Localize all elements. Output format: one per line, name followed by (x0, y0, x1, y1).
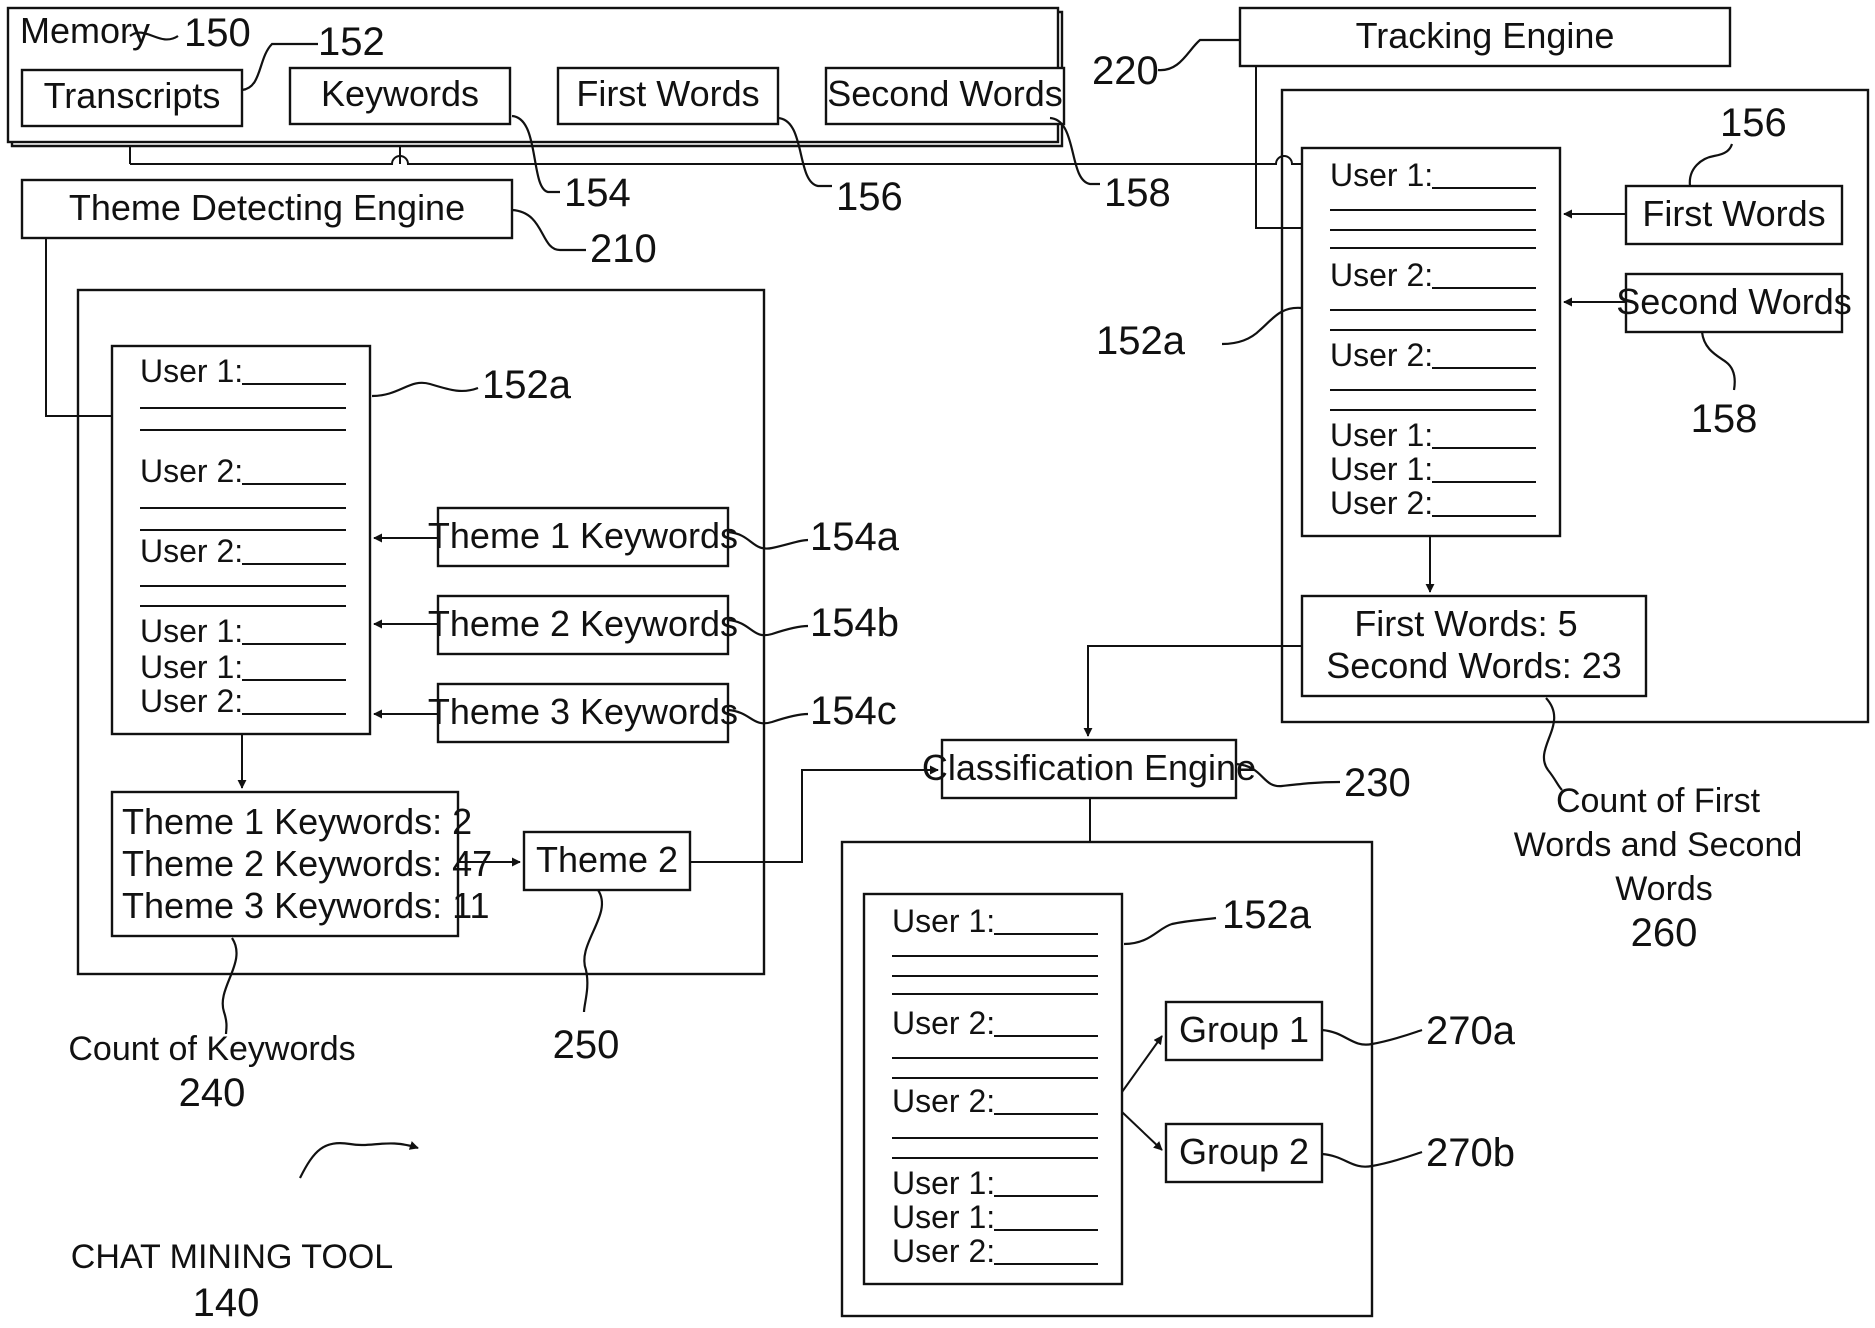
keywords-label: Keywords (321, 73, 479, 114)
word-count-ref: 260 (1631, 911, 1698, 955)
theme-3-keywords-ref: 154c (810, 689, 897, 733)
word-counts-box: First Words: 5 Second Words: 23 (1302, 596, 1646, 696)
selected-theme-box: Theme 2 (524, 832, 690, 890)
doc-bottom-line-3: User 2: (892, 1083, 995, 1119)
doc-left-line-5: User 1: (140, 649, 243, 685)
transcripts-ref: 152 (318, 20, 385, 64)
tracking-second-words-ref: 158 (1691, 397, 1758, 441)
first-words-box: First Words (558, 68, 778, 124)
theme-detecting-engine: Theme Detecting Engine (22, 180, 512, 238)
doc-bottom-ref: 152a (1222, 893, 1312, 937)
keyword-count-line-3: Theme 3 Keywords: 11 (122, 885, 490, 926)
word-count-caption-1: Count of First (1556, 782, 1761, 820)
memory-label: Memory (20, 10, 150, 51)
keyword-count-line-2: Theme 2 Keywords: 47 (122, 843, 492, 884)
doc-right-line-3: User 2: (1330, 337, 1433, 373)
tracking-second-words-label: Second Words (1616, 281, 1851, 322)
keywords-ref: 154 (564, 171, 631, 215)
doc-right-line-1: User 1: (1330, 157, 1433, 193)
word-count-line-1: First Words: 5 (1354, 603, 1577, 644)
tracking-second-words-box: Second Words (1616, 274, 1851, 332)
doc-bottom-line-4: User 1: (892, 1165, 995, 1201)
doc-right-line-2: User 2: (1330, 257, 1433, 293)
doc-left-line-3: User 2: (140, 533, 243, 569)
selected-theme-label: Theme 2 (536, 839, 678, 880)
theme-3-keywords-box: Theme 3 Keywords (428, 684, 738, 742)
doc-right-line-6: User 2: (1330, 485, 1433, 521)
word-count-caption-2: Words and Second (1514, 826, 1803, 864)
second-words-label: Second Words (827, 73, 1062, 114)
doc-left-line-4: User 1: (140, 613, 243, 649)
group-2-label: Group 2 (1179, 1131, 1309, 1172)
transcripts-box: Transcripts (22, 70, 242, 126)
theme-2-keywords-box: Theme 2 Keywords (428, 596, 738, 654)
word-count-line-2: Second Words: 23 (1326, 645, 1622, 686)
doc-bottom-line-2: User 2: (892, 1005, 995, 1041)
memory-ref: 150 (184, 11, 251, 55)
doc-bottom-line-1: User 1: (892, 903, 995, 939)
tracking-engine: Tracking Engine (1240, 8, 1730, 66)
second-words-box: Second Words (826, 68, 1064, 124)
theme-2-keywords-label: Theme 2 Keywords (428, 603, 738, 644)
doc-left-line-1: User 1: (140, 353, 243, 389)
doc-bottom-line-6: User 2: (892, 1233, 995, 1269)
doc-right-line-5: User 1: (1330, 451, 1433, 487)
theme-engine-label: Theme Detecting Engine (69, 187, 465, 228)
doc-right-ref: 152a (1096, 319, 1186, 363)
group-1-label: Group 1 (1179, 1009, 1309, 1050)
theme-1-keywords-ref: 154a (810, 515, 900, 559)
selected-theme-ref: 250 (553, 1023, 620, 1067)
transcript-doc-bottom: User 1: User 2: User 2: User 1: User 1: … (864, 894, 1122, 1284)
doc-left-ref: 152a (482, 363, 572, 407)
classification-engine-label: Classification Engine (922, 747, 1256, 788)
group-1-ref: 270a (1426, 1009, 1516, 1053)
transcripts-label: Transcripts (44, 75, 221, 116)
memory-block: Memory 150 Transcripts 152 Keywords Firs… (8, 8, 1064, 146)
memory-bus (130, 146, 1302, 164)
keywords-box: Keywords (290, 68, 510, 124)
first-words-ref: 156 (836, 175, 903, 219)
theme-3-keywords-label: Theme 3 Keywords (428, 691, 738, 732)
keyword-count-ref: 240 (179, 1071, 246, 1115)
theme-1-keywords-label: Theme 1 Keywords (428, 515, 738, 556)
tool-label: CHAT MINING TOOL (71, 1238, 393, 1276)
first-words-label: First Words (576, 73, 759, 114)
theme-1-keywords-box: Theme 1 Keywords (428, 508, 738, 566)
doc-right-line-4: User 1: (1330, 417, 1433, 453)
classification-engine-ref: 230 (1344, 761, 1411, 805)
group-2-box: Group 2 (1166, 1124, 1322, 1182)
tracking-first-words-label: First Words (1642, 193, 1825, 234)
classification-engine: Classification Engine (922, 740, 1256, 798)
theme-2-keywords-ref: 154b (810, 601, 899, 645)
doc-bottom-line-5: User 1: (892, 1199, 995, 1235)
group-2-ref: 270b (1426, 1131, 1515, 1175)
transcript-doc-right: User 1: User 2: User 2: User 1: User 1: … (1302, 148, 1560, 536)
keyword-counts-box: Theme 1 Keywords: 2 Theme 2 Keywords: 47… (112, 792, 492, 936)
doc-left-line-6: User 2: (140, 683, 243, 719)
keyword-count-caption: Count of Keywords (68, 1030, 355, 1068)
tracking-engine-label: Tracking Engine (1356, 15, 1615, 56)
tracking-engine-ref: 220 (1092, 49, 1159, 93)
tracking-first-words-box: First Words (1626, 186, 1842, 244)
group-1-box: Group 1 (1166, 1002, 1322, 1060)
tracking-first-words-ref: 156 (1720, 101, 1787, 145)
tool-ref: 140 (193, 1281, 260, 1325)
keyword-count-line-1: Theme 1 Keywords: 2 (122, 801, 472, 842)
word-count-caption-3: Words (1615, 870, 1713, 908)
doc-left-line-2: User 2: (140, 453, 243, 489)
theme-engine-ref: 210 (590, 227, 657, 271)
second-words-ref: 158 (1104, 171, 1171, 215)
transcript-doc-left: User 1: User 2: User 2: User 1: User 1: … (112, 346, 370, 734)
